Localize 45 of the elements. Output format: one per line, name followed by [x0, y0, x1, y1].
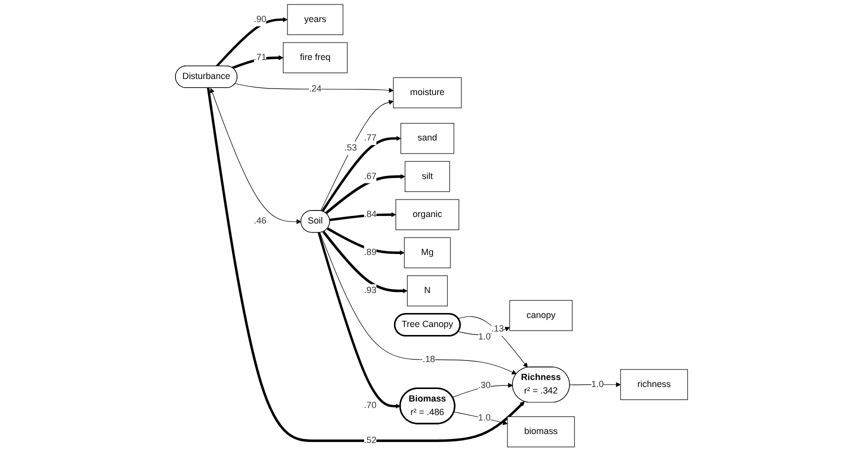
edge-label: .30 [478, 380, 491, 390]
node-box: silt [404, 161, 450, 192]
edge-label: .93 [364, 286, 377, 296]
edge-label: 1.0 [591, 380, 604, 390]
arrow [234, 83, 394, 93]
node-box: N [407, 275, 448, 306]
node-box: Mg [404, 237, 451, 268]
arrow [232, 55, 284, 70]
node-box: canopy [509, 300, 573, 331]
edge-label: .24 [308, 84, 322, 94]
edge-label: .67 [364, 171, 377, 182]
edge-label: .53 [344, 143, 357, 153]
node-box: fire freq [282, 42, 348, 74]
arrow [318, 232, 401, 409]
edge-label: .52 [364, 436, 377, 446]
arrow [320, 100, 394, 212]
node-box: richness [620, 369, 688, 400]
arrow [206, 88, 525, 442]
arrow [210, 88, 302, 224]
arrow [570, 382, 621, 388]
node-box: moisture [393, 77, 462, 108]
edge-label: -.18 [420, 354, 436, 364]
node-box: organic [396, 199, 460, 230]
arrow [325, 174, 406, 214]
arrow [454, 412, 508, 426]
arrow [322, 230, 408, 294]
arrow [320, 232, 517, 374]
node-box: years [287, 4, 344, 36]
arrow [330, 212, 396, 222]
node-box: sand [400, 123, 454, 154]
edge-label: 1.0 [478, 332, 491, 342]
edge-label: .77 [364, 133, 377, 143]
edge-label: .90 [254, 14, 266, 24]
edge-label: .46 [254, 216, 266, 226]
node-box: biomass [507, 416, 575, 448]
edge-label: .84 [364, 210, 377, 220]
edge-label: .13 [491, 324, 504, 334]
arrow [321, 136, 402, 212]
edge-label: .71 [254, 52, 266, 62]
arrow [216, 17, 288, 67]
arrow [452, 382, 513, 398]
edge-label: 1.0 [478, 413, 491, 423]
arrow [326, 227, 405, 256]
edge-label: .70 [364, 400, 377, 410]
edge-label: .89 [364, 248, 377, 258]
